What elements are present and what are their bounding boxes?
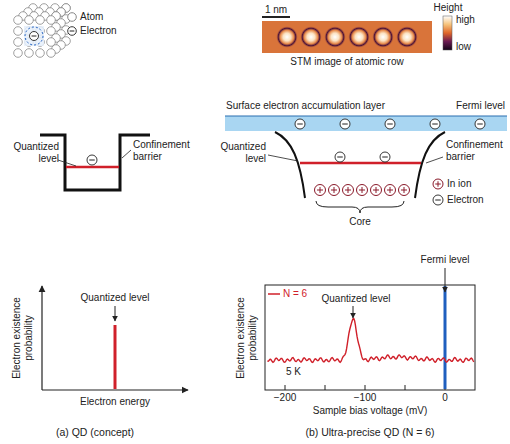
ion-symbol <box>329 185 340 196</box>
layer-label: Surface electron accumulation layer <box>226 100 385 112</box>
axis-title: Electron existence probability <box>235 286 258 391</box>
electron-symbol <box>30 32 39 41</box>
legend-label: Electron <box>80 25 117 37</box>
level-label: Quantized level <box>3 141 59 164</box>
electron-symbol <box>340 119 350 129</box>
atom-cube <box>14 4 71 58</box>
concept-plot <box>42 286 188 390</box>
axis-title: Electron existence probability <box>11 286 34 391</box>
qd-cross-section <box>225 116 507 213</box>
fermi-label: Fermi level <box>421 254 470 266</box>
level-label: Quantized level <box>322 293 391 305</box>
tick-label: −200 <box>274 392 297 404</box>
electron-symbol <box>380 152 390 162</box>
ion-symbol <box>343 185 354 196</box>
legend-label: Electron <box>447 194 484 206</box>
panel-caption: (a) QD (concept) <box>56 426 134 438</box>
electron-symbol <box>295 119 305 129</box>
electron-symbol <box>87 155 97 165</box>
series-label: N = 6 <box>283 288 307 300</box>
ion-symbol <box>357 185 368 196</box>
ion-symbol <box>315 185 326 196</box>
stm-image <box>262 16 452 53</box>
axis-title: Electron energy <box>80 396 150 408</box>
legend-label: Atom <box>80 11 103 23</box>
core-label: Core <box>349 216 371 228</box>
colorbar-label: low <box>456 41 471 53</box>
temperature-label: 5 K <box>286 366 301 378</box>
image-caption: STM image of atomic row <box>290 56 403 68</box>
electron-symbol <box>430 119 440 129</box>
ion-symbol <box>371 185 382 196</box>
fermi-label: Fermi level <box>456 100 505 112</box>
level-label: Quantized level <box>81 292 150 304</box>
barrier-label: Confinement barrier <box>446 139 506 162</box>
electron-symbol <box>475 119 485 129</box>
electron-symbol <box>335 152 345 162</box>
barrier-label: Confinement barrier <box>133 139 197 162</box>
level-label: Quantized level <box>210 141 266 164</box>
ion-symbol <box>385 185 396 196</box>
atom-symbol <box>68 13 77 22</box>
scale-label: 1 nm <box>265 4 287 16</box>
ion-symbol <box>433 179 443 189</box>
legend-label: In ion <box>447 178 471 190</box>
ion-symbol <box>399 185 410 196</box>
electron-symbol <box>433 195 443 205</box>
panel-caption: (b) Ultra-precise QD (N = 6) <box>305 426 434 438</box>
tick-label: 0 <box>442 392 448 404</box>
electron-symbol <box>68 27 77 36</box>
electron-symbol <box>385 119 395 129</box>
axis-title: Sample bias voltage (mV) <box>313 405 428 417</box>
tick-label: −100 <box>354 392 377 404</box>
colorbar-title: Height <box>434 2 463 14</box>
colorbar-label: high <box>456 14 475 26</box>
spectrum-plot <box>265 268 475 390</box>
